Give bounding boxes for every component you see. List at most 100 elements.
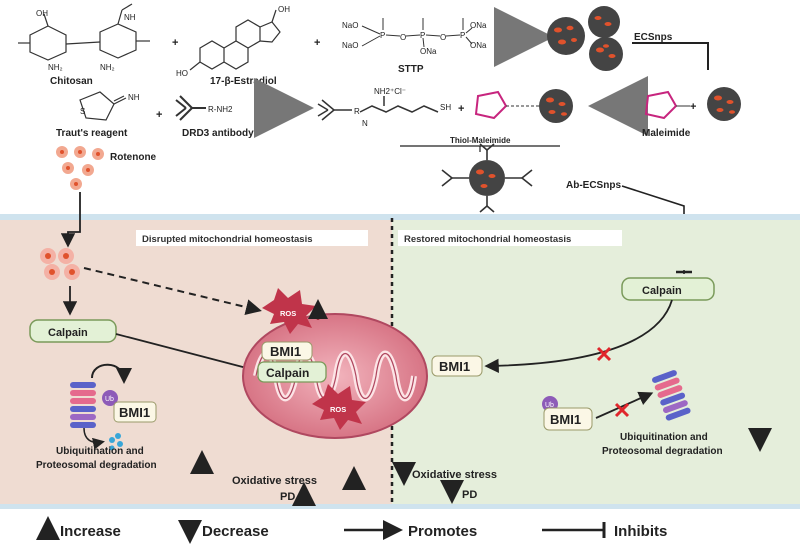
ab-ecsnps-structure (441, 143, 533, 213)
sttp-nao-bottom: NaO (342, 41, 358, 50)
legend-increase-label: Increase (60, 523, 121, 540)
sttp-nao-top: NaO (342, 21, 358, 30)
right-bmi1-box (543, 407, 593, 431)
mito-bmi1-label: BMI1 (270, 344, 301, 359)
right-mito-bmi1-box (431, 355, 483, 377)
ecsnps-label: ECSnps (634, 32, 673, 43)
oxidative-stress-right-label: Oxidative stress (412, 469, 497, 481)
ros-burst-top (262, 288, 316, 334)
trauts-reagent-label: Traut's reagent (56, 128, 128, 139)
blocked-x-2 (614, 402, 630, 418)
drd3-antibody-label: DRD3 antibody (182, 128, 254, 139)
trauts-s-label: S (80, 107, 85, 116)
oxidative-stress-left-label: Oxidative stress (232, 475, 317, 487)
plus-sign-4: + (458, 103, 464, 115)
rotenone-to-ros-arrow (83, 267, 262, 315)
single-nanoparticle (707, 87, 741, 121)
ros-burst-bottom (312, 384, 366, 430)
left-panel-title: Disrupted mitochondrial homeostasis (142, 234, 313, 245)
pd-left-label: PD (280, 491, 295, 503)
left-calpain-label: Calpain (48, 327, 88, 339)
maleimide-label: Maleimide (642, 128, 691, 139)
chitosan-nh-label: NH (124, 13, 136, 22)
rotenone-particles (56, 146, 104, 190)
ecsnps-connector (632, 42, 709, 70)
pd-right-label: PD (462, 489, 477, 501)
plus-sign-1: + (172, 37, 178, 49)
sttp-ona-2: ONa (470, 41, 487, 50)
left-proteosomal-label: Proteosomal degradation (36, 460, 157, 471)
thiolated-antibody-structure (317, 96, 439, 121)
chitosan-nh2-label-2: NH₂ (100, 63, 115, 72)
left-calpain-box (29, 319, 117, 343)
calpain-to-mito-arrow (115, 333, 266, 377)
membrane-top (0, 214, 800, 220)
sttp-label: STTP (398, 64, 424, 75)
left-bmi1-label: BMI1 (119, 405, 150, 420)
right-mito-bmi1-label: BMI1 (439, 359, 470, 374)
sttp-ona-1: ONa (470, 21, 487, 30)
legend-inhibits-label: Inhibits (614, 523, 667, 540)
mito-calpain-label: Calpain (266, 366, 309, 380)
sttp-ona-3: ONa (420, 47, 437, 56)
plus-sign-5: + (690, 101, 696, 113)
thiolated-sh-label: SH (440, 103, 451, 112)
left-ub-label: Ub (105, 396, 114, 403)
left-panel-title-box (136, 230, 368, 246)
estradiol-oh-label: OH (278, 5, 290, 14)
legend-decrease-label: Decrease (202, 523, 269, 540)
right-ub-label: Ub (545, 402, 554, 409)
ros-bottom-label: ROS (330, 405, 346, 414)
plus-sign-2: + (314, 37, 320, 49)
blocked-x-1 (596, 346, 612, 362)
maleimide-structure (644, 90, 690, 120)
trauts-reagent-structure (79, 91, 127, 121)
rotenone-entry-arrow (60, 192, 81, 248)
rotenone-label: Rotenone (110, 152, 157, 163)
sttp-p1: P (380, 31, 385, 40)
chitosan-nh2-label: NH₂ (48, 63, 63, 72)
chitosan-structure (18, 3, 150, 61)
thiolated-n-label: N (362, 119, 368, 128)
thiolated-nh2cl-label: NH2⁺Cl⁻ (374, 87, 406, 96)
thiol-maleimide-label: Thiol-Maleimide (450, 136, 511, 145)
estradiol-structure (189, 9, 281, 71)
sttp-p2: P (420, 31, 425, 40)
drd3-antibody-icon (175, 95, 206, 121)
ecsnps-nanoparticles (547, 6, 623, 71)
legend: Increase Decrease Promotes Inhibits (36, 516, 667, 544)
right-calpain-to-bmi1-arrow (484, 299, 673, 374)
sttp-o1: O (400, 33, 406, 42)
membrane-bottom (0, 504, 800, 509)
chitosan-oh-label: OH (36, 9, 48, 18)
left-ubiquitination-label: Ubiquitination and (56, 446, 144, 457)
chitosan-label: Chitosan (50, 76, 93, 87)
intracellular-rotenone (40, 248, 80, 280)
estradiol-ho-label: HO (176, 69, 188, 78)
thiolated-r-label: R (354, 107, 360, 116)
trauts-nh-label: NH (128, 93, 140, 102)
right-panel-title-box (398, 230, 622, 246)
mito-bmi1-box (261, 341, 313, 361)
right-panel-title: Restored mitochondrial homeostasis (404, 234, 571, 245)
maleimide-nanoparticle-conjugate (474, 89, 573, 123)
left-ub-badge (102, 390, 118, 406)
plus-sign-3: + (156, 109, 162, 121)
left-bmi1-box (113, 401, 157, 423)
ros-top-label: ROS (280, 309, 296, 318)
drd3-rnh2-label: R-NH2 (208, 105, 233, 114)
right-ubiquitination-label: Ubiquitination and (620, 432, 708, 443)
right-calpain-label: Calpain (642, 285, 682, 297)
ab-ecsnps-label: Ab-ECSnps (566, 180, 621, 191)
legend-promotes-label: Promotes (408, 523, 477, 540)
left-proteasome-icon (70, 363, 132, 451)
sttp-p3: P (460, 31, 465, 40)
mito-calpain-box (257, 361, 327, 383)
right-bmi1-to-proteasome-arrow (595, 391, 654, 419)
sttp-o2: O (440, 33, 446, 42)
estradiol-label: 17-β-Estradiol (210, 76, 277, 87)
right-bmi1-label: BMI1 (550, 412, 581, 427)
right-proteasome-icon (652, 370, 691, 421)
sttp-structure: NaO NaO P P P O O ONa ONa ONa (342, 18, 487, 56)
